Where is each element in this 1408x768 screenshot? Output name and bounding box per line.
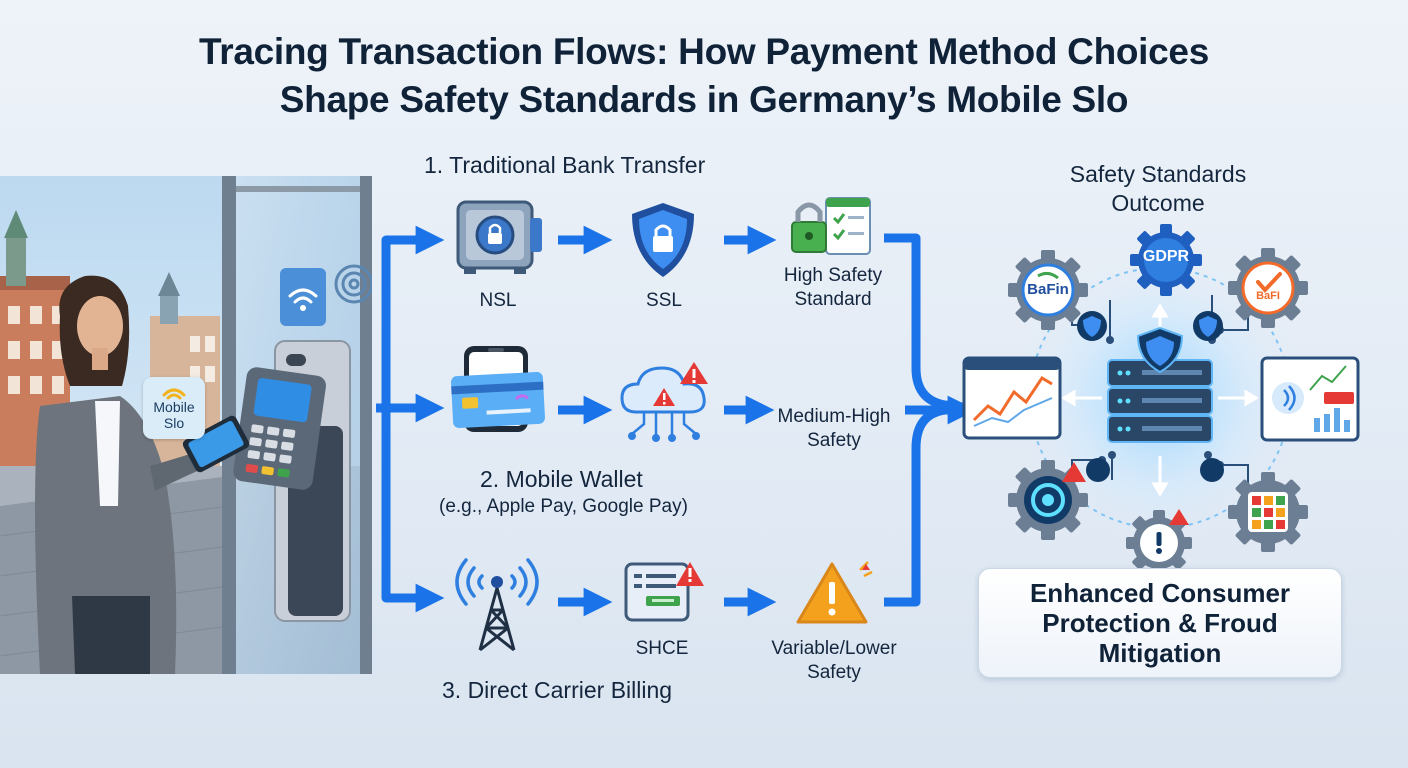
- dashboard-gear-icon: [1228, 472, 1308, 552]
- payment-scene-illustration: Mobile Slo: [0, 176, 372, 674]
- invoice-warning-icon: [624, 562, 704, 622]
- gear-label-gdpr: GDPR: [1142, 248, 1190, 265]
- street-scene-graphic: [0, 176, 372, 674]
- safety-level-wallet: Medium-High Safety: [754, 405, 914, 453]
- warning-triangle-icon: [796, 561, 873, 624]
- cell-tower-icon: [455, 558, 539, 652]
- flow-subtitle-mobile-wallet: (e.g., Apple Pay, Google Pay): [439, 496, 688, 517]
- title-line-1: Tracing Transaction Flows: How Payment M…: [198, 31, 1209, 72]
- outcome-box-line-1: Enhanced Consumer: [1029, 578, 1291, 608]
- branch-arrow-carrier: [381, 408, 445, 613]
- safety-bank-line-2: Standard: [794, 289, 872, 310]
- safety-wallet-line-2: Safety: [807, 430, 861, 451]
- safety-level-carrier: Variable/Lower Safety: [754, 637, 914, 685]
- alert-gear-icon: [1126, 509, 1192, 576]
- outcome-heading-line-1: Safety Standards: [1069, 161, 1247, 187]
- phone-card-icon: [451, 346, 545, 432]
- step-label-nsl: NSL: [479, 290, 517, 311]
- wifi-signal-icon: [162, 388, 186, 400]
- flow-title-carrier-billing: 3. Direct Carrier Billing: [442, 677, 673, 703]
- shield-lock-icon: [632, 203, 694, 277]
- sign-text-line-2: Slo: [163, 415, 185, 431]
- check-badge-gear-icon: [1228, 248, 1308, 328]
- outcome-box-line-2: Protection & Froud: [1042, 608, 1278, 638]
- mobile-slo-sign: Mobile Slo: [143, 377, 205, 439]
- cloud-warning-icon: [620, 362, 708, 442]
- flow-title-mobile-wallet: 2. Mobile Wallet: [480, 466, 643, 492]
- title-line-2: Shape Safety Standards in Germany’s Mobi…: [279, 79, 1129, 120]
- step-label-shce: SHCE: [635, 638, 689, 659]
- merge-arrow-bank: [884, 233, 963, 412]
- safety-level-bank: High Safety Standard: [758, 264, 908, 312]
- gdpr-gear-icon: [1130, 224, 1202, 296]
- gear-label-bafi: BaFI: [1256, 290, 1280, 302]
- step-label-ssl: SSL: [646, 290, 682, 311]
- branch-arrow-bank: [376, 225, 445, 413]
- safety-carrier-line-2: Safety: [807, 662, 861, 683]
- safety-wallet-line-1: Medium-High: [777, 406, 891, 427]
- outcome-heading-line-2: Outcome: [1111, 190, 1205, 216]
- padlock-checklist-icon: [791, 197, 871, 255]
- gear-label-bafin: BaFin: [1027, 281, 1069, 298]
- regulation-hub-graphic: [962, 248, 1360, 548]
- safety-bank-line-1: High Safety: [783, 265, 883, 286]
- outcome-box-line-3: Mitigation: [1098, 638, 1222, 668]
- monitoring-gear-icon: [1008, 460, 1088, 540]
- outcome-heading: Safety Standards Outcome: [1038, 160, 1278, 218]
- bank-vault-icon: [456, 200, 542, 274]
- outcome-summary-box: Enhanced Consumer Protection & Froud Mit…: [978, 568, 1342, 678]
- safety-carrier-line-1: Variable/Lower: [771, 638, 897, 659]
- flow-title-bank-transfer: 1. Traditional Bank Transfer: [424, 152, 706, 178]
- bafin-gear-icon: [1008, 250, 1088, 330]
- page-title: Tracing Transaction Flows: How Payment M…: [0, 28, 1408, 124]
- sign-text-line-1: Mobile: [153, 399, 195, 415]
